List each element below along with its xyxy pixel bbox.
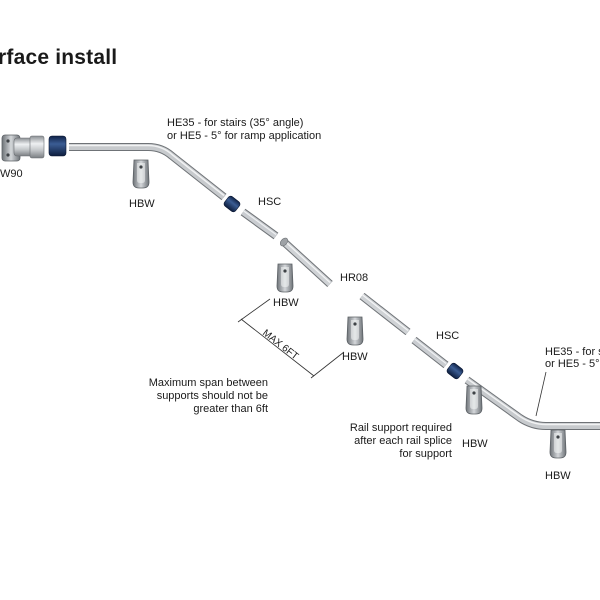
page-title: rface install [0, 46, 118, 69]
hsc-splice-1 [240, 208, 279, 240]
hbw-label-2: HBW [273, 297, 299, 309]
max-span-dimension [237, 298, 345, 379]
splice-note-line3: for support [399, 448, 452, 460]
hsc-label-1: HSC [258, 196, 282, 208]
hsc-label-2: HSC [436, 330, 460, 342]
max-span-label: MAX 6FT [260, 328, 300, 363]
hw90-wall-return [1, 134, 45, 162]
he-right-line2: or HE5 - 5° [545, 358, 600, 370]
hbw-bracket-3 [346, 316, 364, 346]
end-connector [48, 135, 67, 157]
span-note-line1: Maximum span between [148, 377, 268, 389]
splice-connector-2 [446, 362, 464, 380]
span-note-line3: greater than 6ft [193, 403, 268, 415]
pipe-segment-hr08-a [279, 237, 333, 287]
splice-note-line2: after each rail splice [354, 435, 452, 447]
pipe-segment-top [69, 143, 227, 201]
hbw-label-4: HBW [462, 438, 488, 450]
span-note-line2: supports should not be [156, 390, 268, 402]
hbw-label-3: HBW [342, 351, 368, 363]
hbw-label-1: HBW [129, 198, 155, 210]
hsc-splice-2 [411, 336, 449, 369]
he-top-line2: or HE5 - 5° for ramp application [167, 130, 322, 142]
he-top-line1: HE35 - for stairs (35° angle) [167, 117, 304, 129]
hbw-label-5: HBW [545, 470, 571, 482]
hbw-bracket-5 [549, 429, 567, 459]
hr08-label: HR08 [340, 272, 369, 284]
pipe-segment-bottom [464, 376, 600, 430]
hbw-bracket-1 [132, 159, 150, 189]
hbw-bracket-4 [465, 385, 483, 415]
splice-connector-1 [223, 195, 241, 213]
he-right-leader [535, 371, 547, 417]
hbw-bracket-2 [276, 263, 294, 293]
splice-note-line1: Rail support required [349, 422, 452, 434]
pipe-segment-hr08-b [359, 292, 411, 336]
hw90-label: HW90 [0, 168, 23, 180]
he-right-line1: HE35 - for s [545, 346, 600, 358]
